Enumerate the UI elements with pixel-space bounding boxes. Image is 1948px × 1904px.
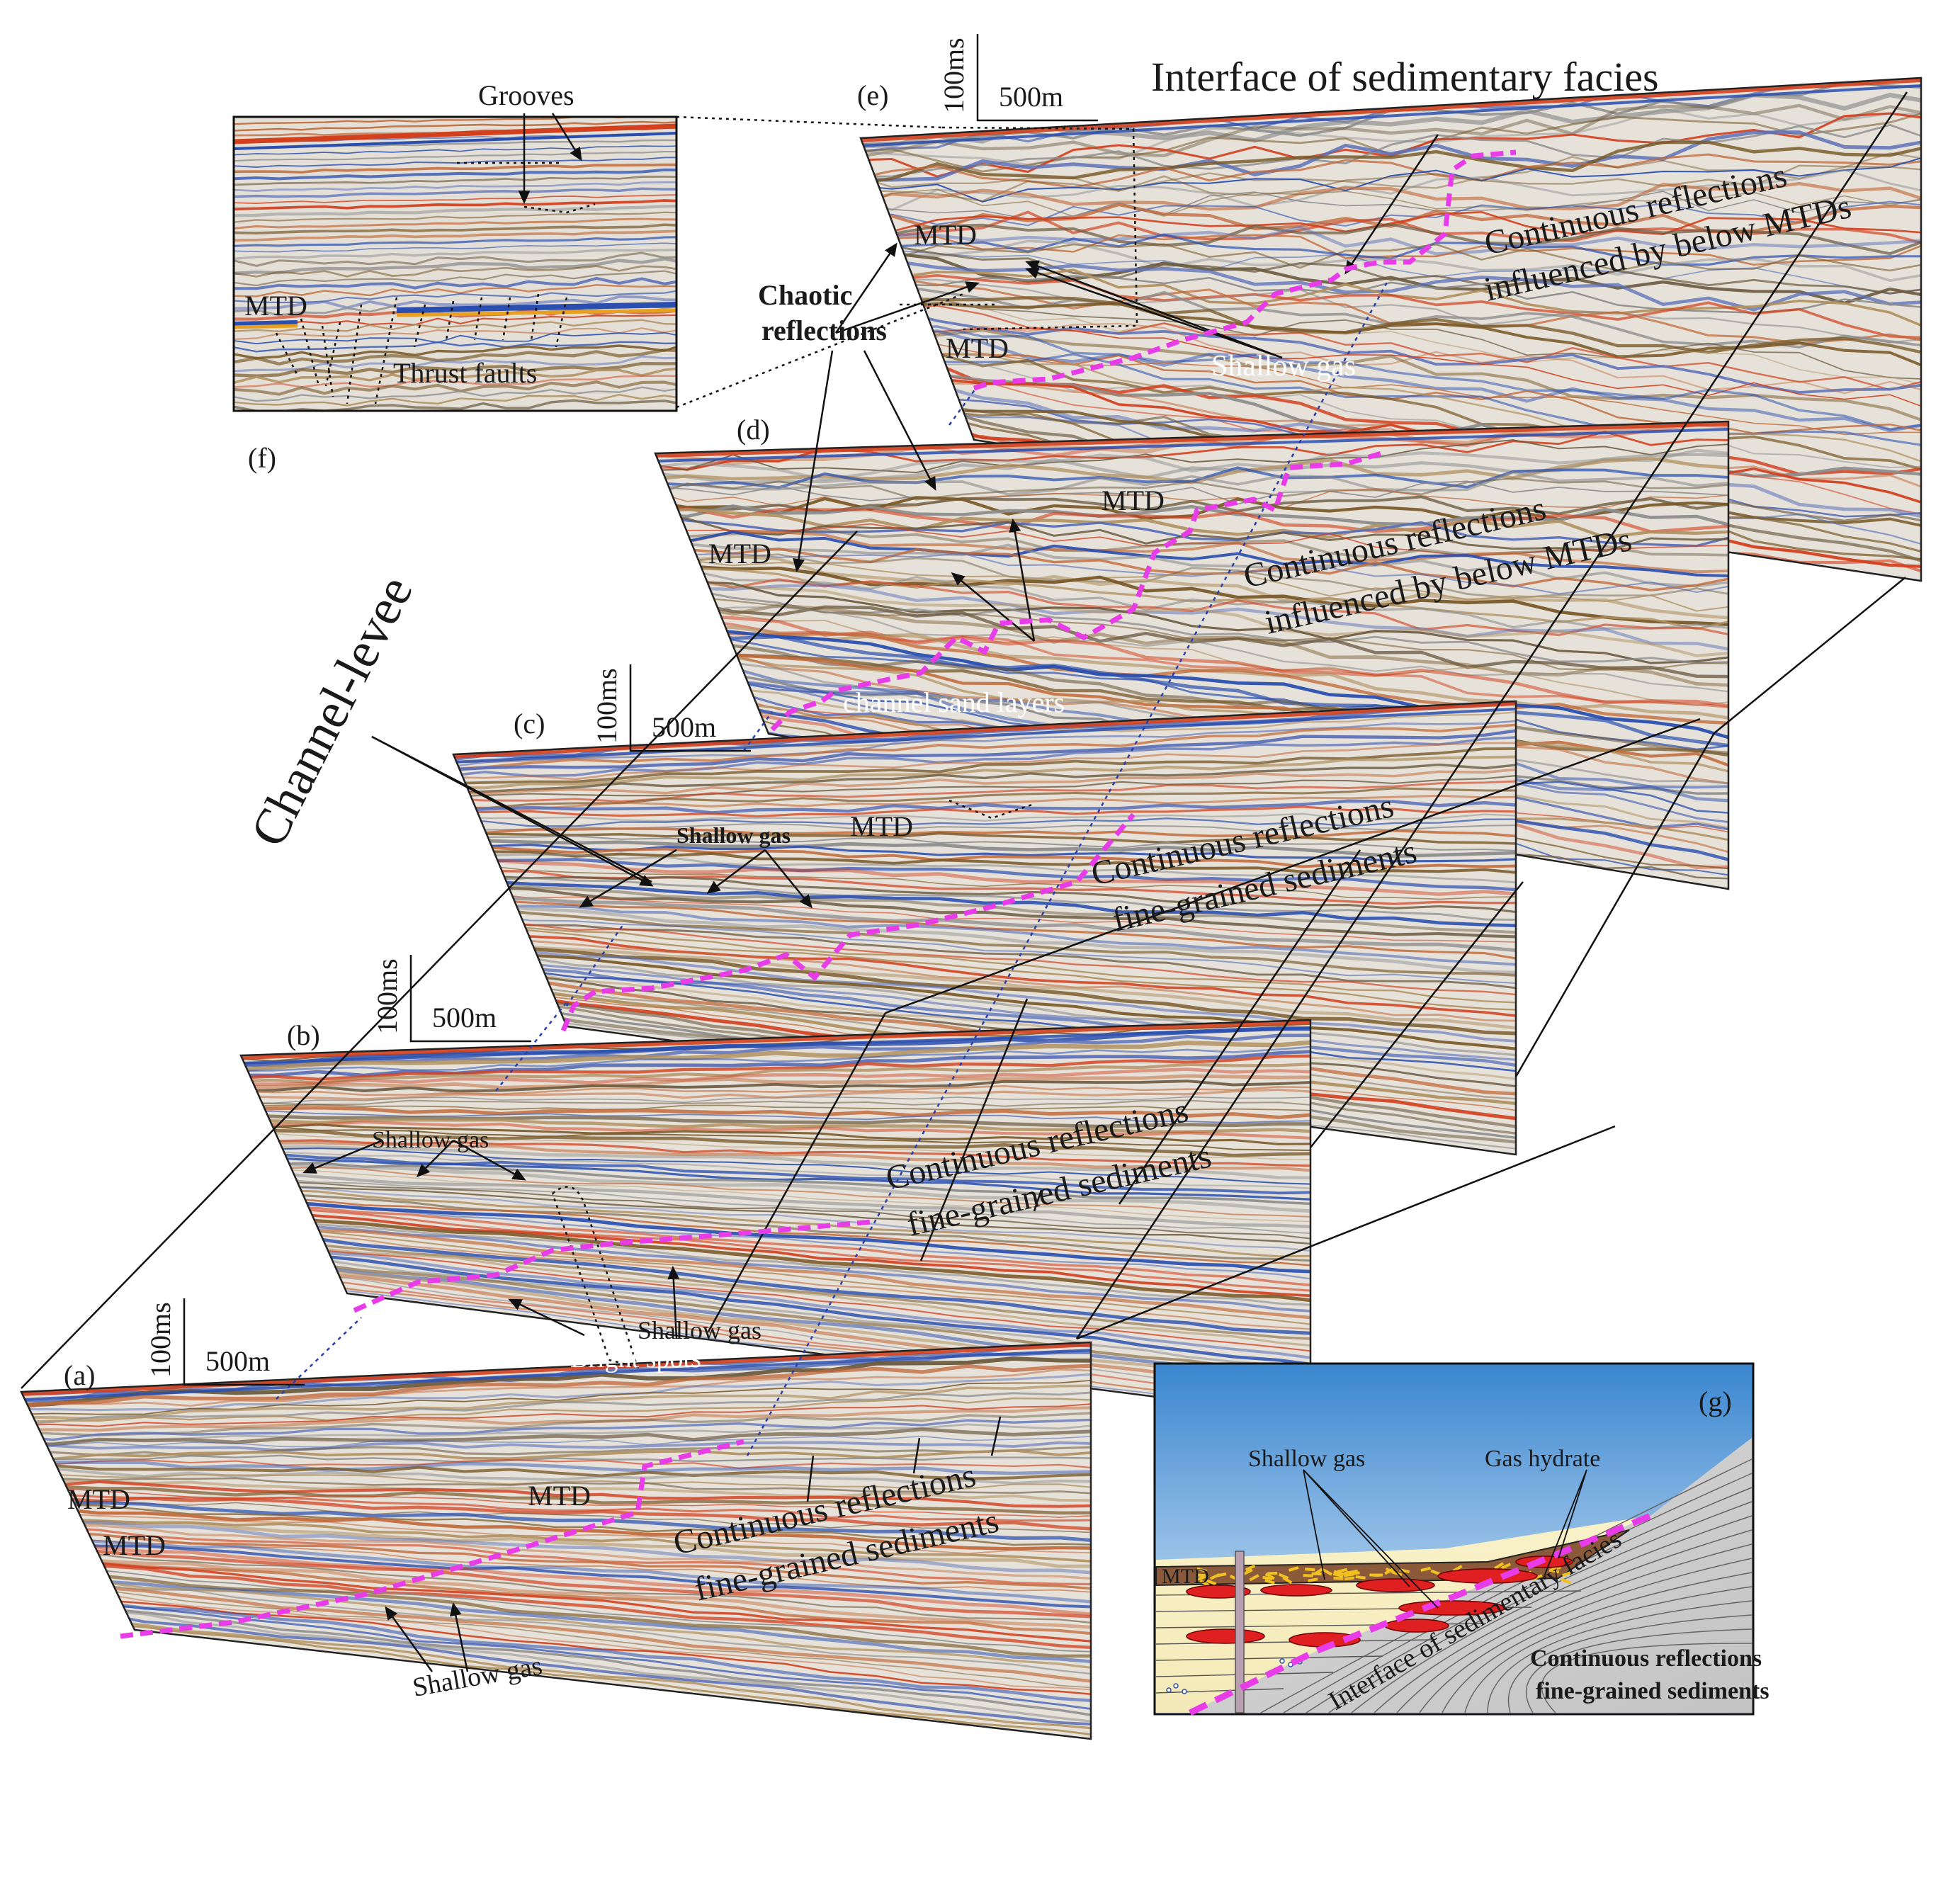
- g-gas-hydrate-label: Gas hydrate: [1485, 1446, 1600, 1472]
- chaotic-label-1: Chaotic: [758, 279, 852, 311]
- panel-f-letter: (f): [248, 442, 276, 474]
- panel-a-letter: (a): [64, 1359, 95, 1391]
- g-cont-label-2: fine-grained sediments: [1536, 1678, 1769, 1704]
- scale-time-label: 100ms: [145, 1302, 176, 1378]
- shallow-gas-e: Shallow gas: [1211, 350, 1356, 382]
- bright-spots-b: Bright spots: [570, 1344, 701, 1373]
- shallow-gas-b-2: Shallow gas: [638, 1316, 761, 1344]
- mtd-a-2: MTD: [67, 1483, 130, 1515]
- scale-time-label: 100ms: [938, 38, 970, 113]
- mtd-f: MTD: [244, 290, 307, 322]
- interface-title: Interface of sedimentary facies: [1151, 54, 1659, 100]
- chaotic-label-2: reflections: [761, 314, 887, 346]
- scale-time-label: 100ms: [371, 958, 403, 1034]
- g-shallow-gas-label: Shallow gas: [1248, 1446, 1365, 1472]
- panel-c-letter: (c): [514, 708, 545, 740]
- panel-g-letter: (g): [1699, 1386, 1732, 1417]
- panel-e-letter: (e): [857, 79, 888, 111]
- mtd-e-1: MTD: [914, 219, 977, 251]
- scale-distance-label: 500m: [432, 1002, 497, 1033]
- shallow-gas-c: Shallow gas: [676, 822, 791, 848]
- panel-b-letter: (b): [287, 1019, 320, 1051]
- channel-sand-label: channel sand layers: [843, 686, 1065, 718]
- mtd-e-2: MTD: [946, 332, 1009, 364]
- thrust-faults-label: Thrust faults: [393, 357, 537, 389]
- mtd-a-1: MTD: [528, 1480, 591, 1512]
- scale-time-label: 100ms: [591, 668, 623, 744]
- mtd-a-3: MTD: [103, 1529, 166, 1561]
- mtd-d-1: MTD: [1102, 484, 1165, 516]
- mtd-c: MTD: [850, 810, 913, 842]
- g-cont-label-1: Continuous reflections: [1530, 1645, 1762, 1672]
- mtd-d-2: MTD: [708, 538, 771, 570]
- panel-d-letter: (d): [737, 414, 770, 446]
- scale-distance-label: 500m: [205, 1345, 270, 1377]
- channel-levee-label: Channel-levee: [239, 567, 424, 855]
- scale-distance-label: 500m: [999, 81, 1063, 113]
- shallow-gas-b-1: Shallow gas: [372, 1127, 489, 1153]
- scale-distance-label: 500m: [652, 711, 716, 743]
- g-mtd-label: MTD: [1162, 1565, 1209, 1588]
- grooves-label: Grooves: [478, 79, 574, 111]
